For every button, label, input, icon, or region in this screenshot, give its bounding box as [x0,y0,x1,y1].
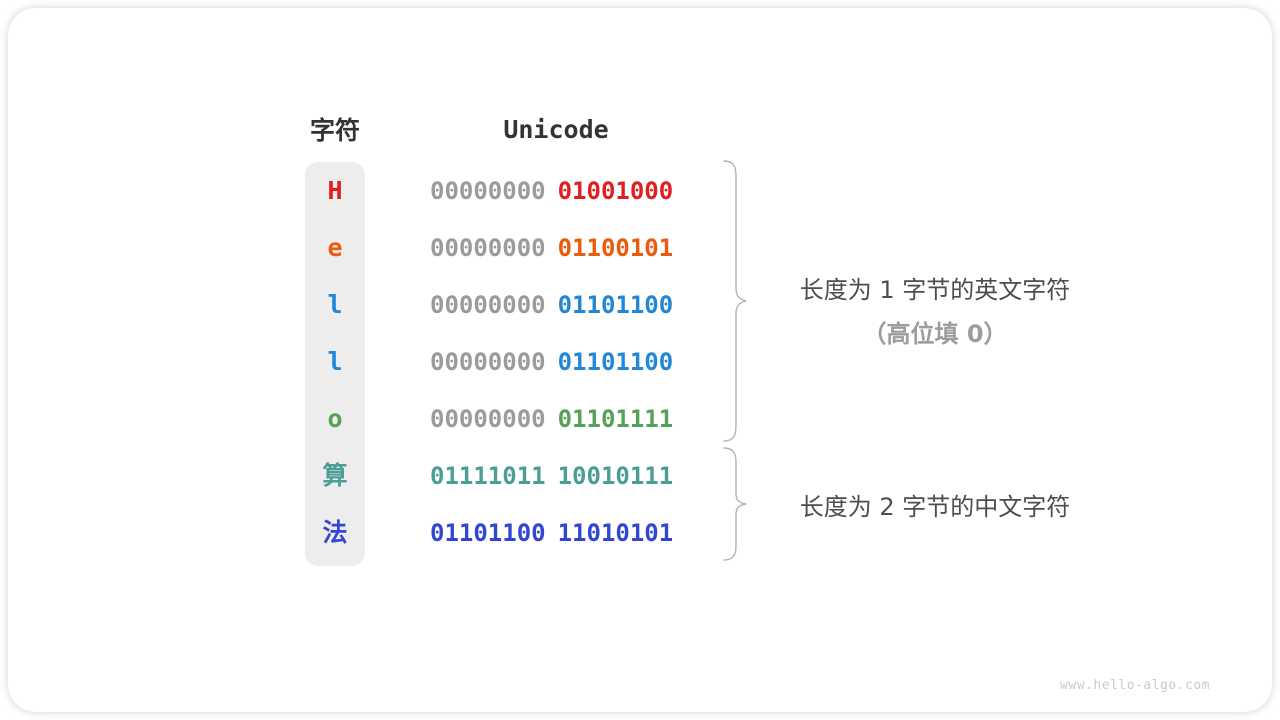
char-cell: l [327,347,343,376]
char-cell: 算 [322,461,348,490]
annotation-english-line1: 长度为 1 字节的英文字符 [799,276,1071,304]
column-header-char: 字符 [309,116,360,145]
byte-value: 01001000 [557,177,674,205]
char-cell: 法 [322,518,348,547]
byte-value: 00000000 [430,405,546,433]
byte-value: 01101111 [557,405,674,433]
watermark: www.hello-algo.com [1060,678,1210,693]
binary-row: 00000000 01101111 [430,404,673,434]
byte-value: 01111011 [430,462,546,490]
column-header-unicode: Unicode [503,115,609,144]
byte-value: 11010101 [557,519,674,547]
annotation-english-line2: （高位填 0） [862,320,1008,348]
binary-row: 01111011 10010111 [430,461,673,491]
brace-chinese-group-icon [723,447,747,561]
byte-value: 00000000 [430,177,546,205]
byte-value: 00000000 [430,234,546,262]
figure-card: 字符 Unicode H 00000000 01001000 e 00000000 011… [8,8,1272,712]
binary-row: 00000000 01101100 [430,347,673,377]
char-cell: o [327,404,343,433]
byte-value: 00000000 [430,348,546,376]
binary-row: 00000000 01001000 [430,176,673,206]
byte-value: 01101100 [430,519,546,547]
byte-value: 01100101 [557,234,674,262]
char-cell: H [327,176,343,205]
byte-value: 01101100 [557,348,674,376]
binary-row: 00000000 01100101 [430,233,673,263]
annotation-english-chars: 长度为 1 字节的英文字符 （高位填 0） [727,270,1143,349]
binary-row: 01101100 11010101 [430,518,673,548]
byte-value: 01101100 [557,291,674,319]
brace-english-group-icon [723,160,747,442]
byte-value: 10010111 [557,462,674,490]
character-column-background [305,162,365,566]
annotation-chinese-chars: 长度为 2 字节的中文字符 [799,493,1071,521]
binary-row: 00000000 01101100 [430,290,673,320]
char-cell: e [327,233,343,262]
char-cell: l [327,290,343,319]
byte-value: 00000000 [430,291,546,319]
